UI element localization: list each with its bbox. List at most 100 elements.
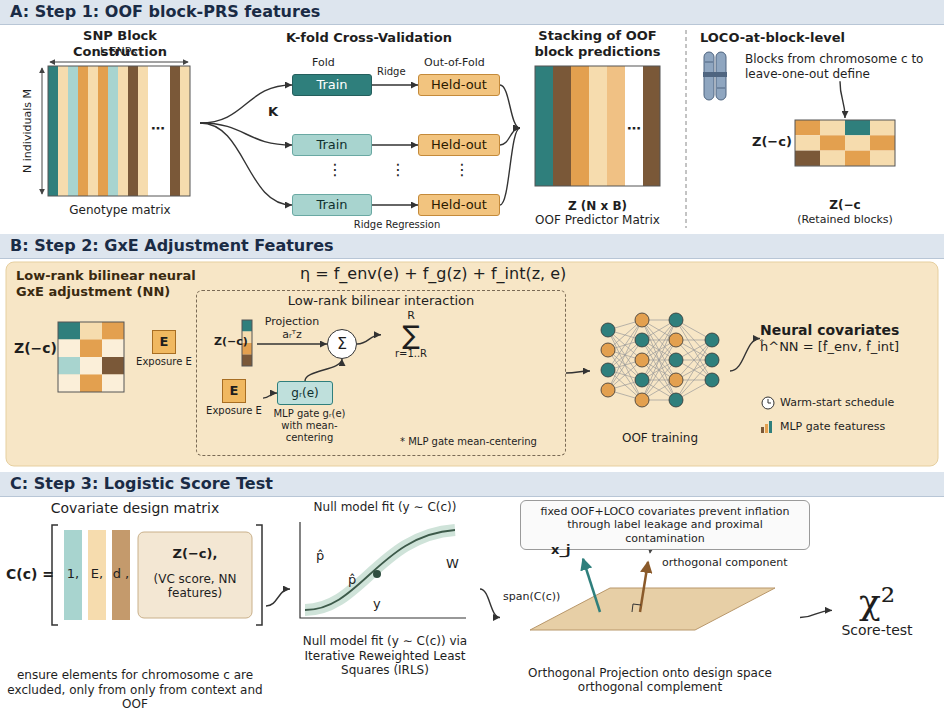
node-text: Low-rank bilinear neural GxE adjustment … bbox=[16, 268, 196, 300]
node-text: Z(−c) bbox=[205, 335, 257, 348]
node-text: Blocks from chromosome c to leave-one-ou… bbox=[745, 52, 935, 81]
z-vector-node: Z(−c) bbox=[205, 319, 257, 369]
bar-icon bbox=[765, 424, 768, 433]
node-text: Score-test bbox=[841, 622, 912, 639]
diagram-label: span(C(c)) bbox=[503, 590, 560, 603]
node-text: Stacking of OOF block predictions bbox=[520, 28, 675, 60]
node-text: gᵣ(e) bbox=[291, 386, 318, 401]
train-box: Train bbox=[292, 134, 372, 156]
oof-predictor-matrix bbox=[553, 66, 571, 186]
retained-block-matrix bbox=[820, 135, 845, 150]
retained-block-matrix bbox=[820, 151, 845, 166]
neural-network-icon bbox=[642, 340, 676, 400]
node-text: Train bbox=[316, 137, 347, 153]
z-matrix bbox=[102, 357, 124, 375]
diagram-label: Ridge Regression bbox=[347, 219, 447, 231]
oof-predictor-matrix bbox=[535, 66, 660, 186]
retained-block-matrix bbox=[845, 135, 870, 150]
genotype-matrix bbox=[88, 66, 98, 196]
genotype-matrix bbox=[170, 66, 180, 196]
retained-blocks-node: Z(−c(Retained blocks) bbox=[790, 118, 900, 226]
oof-predictor-matrix bbox=[535, 66, 553, 186]
retained-block-matrix bbox=[845, 151, 870, 166]
neural-network-icon bbox=[669, 373, 683, 387]
diagram-label: ⋮ bbox=[454, 160, 470, 179]
node-text: Genotype matrix bbox=[69, 203, 170, 218]
diagram-label: p̂ bbox=[316, 548, 324, 564]
bar-icon bbox=[761, 421, 772, 433]
node-text: OOF training bbox=[622, 431, 698, 446]
diagram-label: N individuals M bbox=[21, 89, 34, 173]
neural-network-icon bbox=[642, 320, 676, 380]
retained-block-matrix bbox=[870, 151, 895, 166]
genotype-matrix bbox=[128, 66, 138, 196]
retained-block-matrix bbox=[870, 120, 895, 135]
sum-operator: R∑r=1..R bbox=[381, 309, 441, 361]
genotype-matrix bbox=[138, 66, 148, 196]
diagram-label: d , bbox=[111, 566, 131, 582]
genotype-matrix bbox=[118, 66, 128, 196]
genotype-matrix bbox=[68, 66, 78, 196]
section-header: B: Step 2: GxE Adjustment Features bbox=[0, 234, 944, 259]
diagram-label: Ridge bbox=[377, 66, 406, 78]
connector-arrow bbox=[257, 343, 327, 344]
exposure-node: EExposure E bbox=[134, 330, 194, 368]
diagram-label: η = f_env(e) + f_g(z) + f_int(z, e) bbox=[300, 264, 566, 283]
neural-network-icon bbox=[635, 373, 649, 387]
connector-arrow bbox=[730, 338, 760, 371]
diagram-label: L SNPs bbox=[100, 45, 137, 58]
connector-arrow bbox=[372, 204, 418, 205]
connector-arrow bbox=[372, 144, 418, 145]
node-text: Low-rank bilinear interaction bbox=[197, 293, 565, 309]
diagram-label: C(c) = bbox=[6, 566, 54, 583]
z-matrix bbox=[58, 357, 80, 375]
diagram-label: LOCO-at-block-level bbox=[700, 30, 845, 46]
z-matrix bbox=[58, 375, 80, 393]
genotype-matrix bbox=[50, 62, 188, 63]
section-header: A: Step 1: OOF block-PRS features bbox=[0, 0, 944, 25]
oof-predictor-matrix bbox=[535, 66, 660, 186]
neural-network-icon bbox=[669, 353, 683, 367]
z-matrix bbox=[80, 340, 102, 358]
projection-figure bbox=[632, 604, 641, 612]
genotype-matrix bbox=[108, 66, 118, 196]
node-text: Exposure E bbox=[136, 356, 192, 368]
retained-block-matrix bbox=[820, 120, 845, 135]
diagram-label: MLP gate featuress bbox=[780, 420, 885, 433]
chromosome-icon bbox=[705, 62, 713, 63]
section-header: C: Step 3: Logistic Score Test bbox=[0, 472, 944, 497]
logistic-curve-plot bbox=[373, 570, 381, 578]
node-text: χ² bbox=[859, 582, 895, 622]
neural-network-icon bbox=[601, 343, 615, 357]
chromosome-note: Blocks from chromosome c to leave-one-ou… bbox=[745, 52, 935, 81]
interaction-box: Z(−c)ΣEExposure Egᵣ(e)R∑r=1..RLow-rank b… bbox=[196, 290, 566, 456]
diagram-label: MLP gate gᵣ(e) with mean-centering bbox=[262, 408, 357, 444]
diagram-label: 1, bbox=[64, 566, 82, 582]
held-out-box: Held-out bbox=[418, 134, 500, 156]
bar-icon bbox=[769, 421, 772, 433]
node-text: Covariate design matrix bbox=[51, 500, 220, 517]
connector-arrow bbox=[200, 123, 292, 205]
neural-network-icon bbox=[669, 393, 683, 407]
node-text: Exposure E bbox=[206, 405, 262, 417]
node-text: OOF Predictor Matrix bbox=[535, 213, 660, 228]
neural-network-icon bbox=[642, 320, 676, 380]
z-matrix bbox=[58, 340, 80, 358]
oof-predictor-matrix bbox=[589, 66, 607, 186]
genotype-matrix bbox=[98, 66, 108, 196]
neural-network-icon bbox=[601, 313, 719, 407]
connector-arrow bbox=[500, 85, 520, 128]
z-vector bbox=[242, 355, 252, 367]
neural-network-icon bbox=[669, 333, 683, 347]
logistic-curve-plot bbox=[300, 522, 466, 618]
connector-arrow bbox=[200, 85, 292, 123]
z-matrix bbox=[102, 322, 124, 340]
genotype-matrix bbox=[42, 68, 43, 194]
retained-block-matrix bbox=[795, 151, 820, 166]
node-text: Null model fit (y ∼ C(c)) bbox=[314, 500, 457, 515]
genotype-matrix bbox=[58, 66, 68, 196]
node-text: r=1..R bbox=[395, 348, 427, 360]
design-matrix-figure bbox=[256, 525, 262, 625]
genotype-matrix bbox=[48, 66, 58, 196]
